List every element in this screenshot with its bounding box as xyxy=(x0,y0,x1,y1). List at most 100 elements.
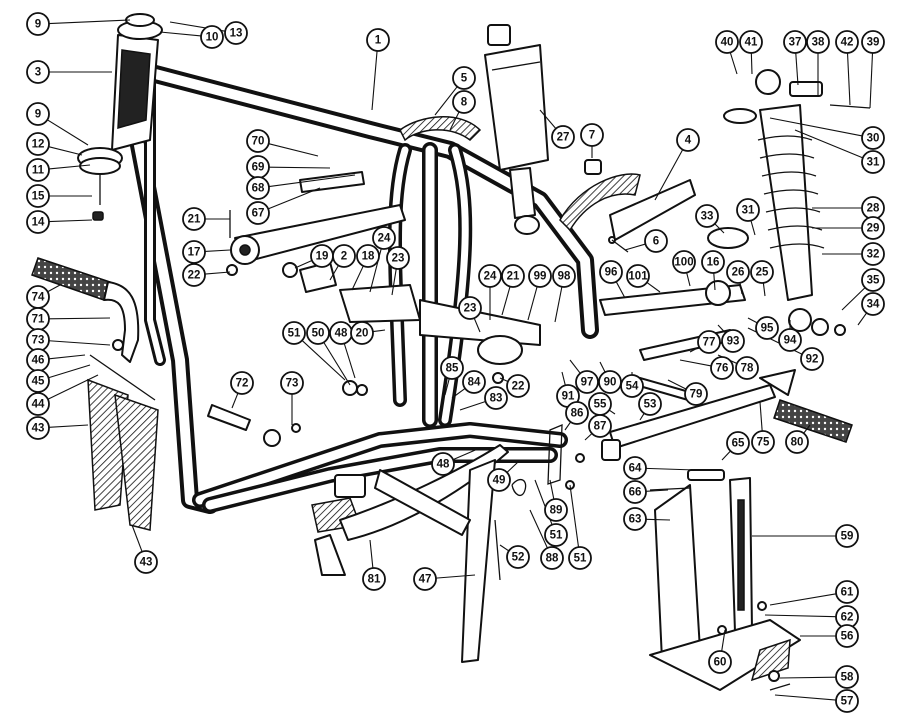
callout-circle xyxy=(134,550,158,574)
part-callout-39: 39 xyxy=(861,30,885,54)
part-callout-35: 35 xyxy=(861,268,885,292)
callout-circle xyxy=(861,126,885,150)
callout-number: 24 xyxy=(378,233,391,245)
part-callout-26: 26 xyxy=(726,260,750,284)
part-callout-57: 57 xyxy=(835,689,859,713)
callout-circle xyxy=(362,567,386,591)
leader-line xyxy=(48,340,111,346)
leader-line xyxy=(48,219,93,223)
part-callout-24: 24 xyxy=(372,226,396,250)
callout-circle xyxy=(452,90,476,114)
callout-circle xyxy=(755,316,779,340)
callout-number: 41 xyxy=(745,37,758,49)
part-callout-96: 96 xyxy=(599,260,623,284)
callout-number: 95 xyxy=(761,323,774,335)
callout-circle xyxy=(26,158,50,182)
leader-line xyxy=(301,340,346,381)
leader-line xyxy=(667,379,687,390)
leader-line xyxy=(47,119,89,146)
part-callout-94: 94 xyxy=(778,328,802,352)
leader-line xyxy=(769,593,837,606)
callout-number: 73 xyxy=(32,335,45,347)
callout-circle xyxy=(708,650,732,674)
callout-number: 34 xyxy=(867,299,880,311)
callout-circle xyxy=(431,452,455,476)
callout-circle xyxy=(736,198,760,222)
leader-line xyxy=(294,259,313,269)
callout-circle xyxy=(452,66,476,90)
callout-circle xyxy=(501,264,525,288)
callout-circle xyxy=(487,468,511,492)
leader-line xyxy=(569,484,580,548)
leader-line xyxy=(584,433,593,441)
callout-number: 22 xyxy=(512,381,525,393)
callout-circle xyxy=(626,264,650,288)
leader-line xyxy=(654,149,684,201)
callout-number: 20 xyxy=(356,328,369,340)
callout-number: 70 xyxy=(252,136,265,148)
leader-line xyxy=(721,450,731,461)
callout-circle xyxy=(697,330,721,354)
part-callout-90: 90 xyxy=(598,370,622,394)
leader-line xyxy=(564,421,572,431)
callout-number: 19 xyxy=(316,251,329,263)
callout-number: 9 xyxy=(35,109,41,121)
part-callout-9: 9 xyxy=(26,102,50,126)
callout-number: 65 xyxy=(732,438,745,450)
leader-line xyxy=(48,146,83,156)
leader-line xyxy=(159,31,202,37)
part-callout-69: 69 xyxy=(246,155,270,179)
leader-line xyxy=(452,447,481,461)
callout-circle xyxy=(26,102,50,126)
callout-number: 66 xyxy=(629,487,642,499)
callout-circle xyxy=(861,268,885,292)
callout-number: 78 xyxy=(741,363,754,375)
callout-circle xyxy=(462,370,486,394)
callout-number: 50 xyxy=(312,328,325,340)
callout-number: 5 xyxy=(461,73,468,85)
part-callout-63: 63 xyxy=(623,507,647,531)
part-callout-31: 31 xyxy=(736,198,760,222)
leader-line xyxy=(762,282,766,297)
callout-circle xyxy=(230,371,254,395)
part-callout-21: 21 xyxy=(182,207,206,231)
callout-number: 68 xyxy=(252,183,265,195)
leader-line xyxy=(795,52,799,86)
callout-number: 23 xyxy=(392,253,405,265)
callout-circle xyxy=(726,431,750,455)
callout-circle xyxy=(695,204,719,228)
part-callout-18: 18 xyxy=(356,244,380,268)
part-callout-34: 34 xyxy=(861,292,885,316)
callout-circle xyxy=(26,369,50,393)
plate-brackets xyxy=(87,378,159,531)
guards xyxy=(399,116,696,241)
part-callout-52: 52 xyxy=(506,545,530,569)
part-callout-19: 19 xyxy=(310,244,334,268)
leader-line xyxy=(268,166,331,169)
leader-line xyxy=(48,317,111,320)
part-callout-80: 80 xyxy=(785,430,809,454)
part-callout-92: 92 xyxy=(800,347,824,371)
callout-circle xyxy=(751,430,775,454)
part-callout-8: 8 xyxy=(452,90,476,114)
callout-number: 53 xyxy=(644,399,657,411)
part-callout-99: 99 xyxy=(528,264,552,288)
leader-line xyxy=(645,489,669,492)
leader-line xyxy=(527,286,538,321)
callout-number: 101 xyxy=(628,271,648,283)
callout-number: 63 xyxy=(629,514,642,526)
leader-line xyxy=(369,539,374,569)
part-callout-48: 48 xyxy=(431,452,455,476)
head-tube xyxy=(77,13,163,221)
callout-circle xyxy=(750,260,774,284)
callout-circle xyxy=(835,689,859,713)
callout-circle xyxy=(540,546,564,570)
part-callout-83: 83 xyxy=(484,386,508,410)
callout-circle xyxy=(306,321,330,345)
part-callout-24: 24 xyxy=(478,264,502,288)
callout-circle xyxy=(26,392,50,416)
battery-carrier xyxy=(649,469,801,691)
callout-number: 25 xyxy=(756,267,769,279)
callout-number: 45 xyxy=(32,376,45,388)
callout-number: 72 xyxy=(236,378,249,390)
